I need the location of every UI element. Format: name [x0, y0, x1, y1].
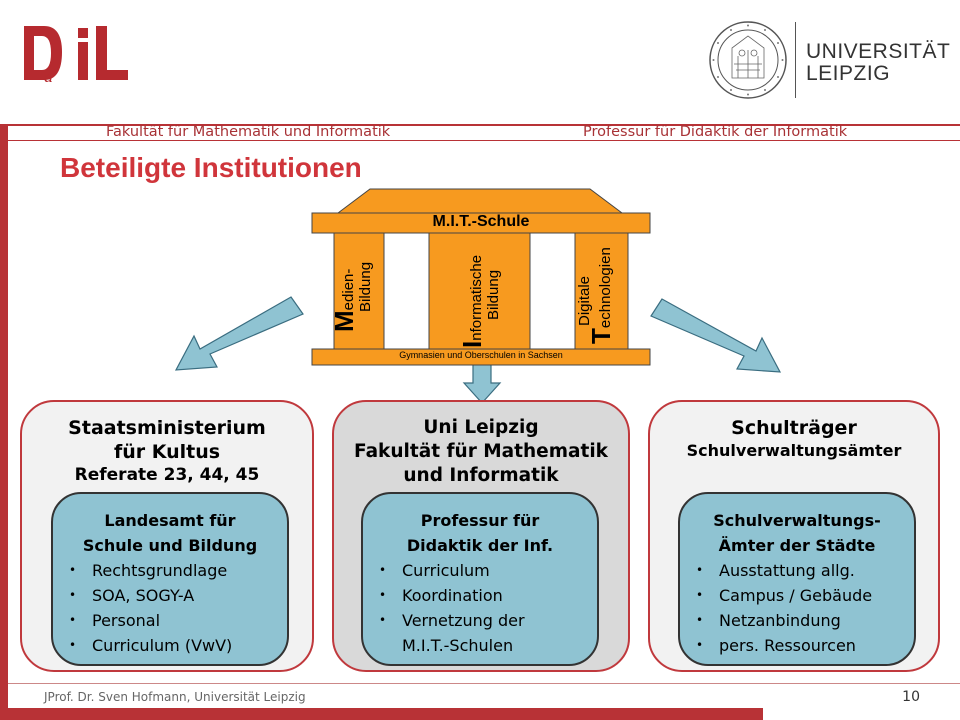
university-name-line2: LEIPZIG [806, 62, 891, 85]
temple-base-label: Gymnasien und Oberschulen in Sachsen [399, 350, 563, 360]
list-item: •Koordination [379, 586, 503, 605]
list-item: •Campus / Gebäude [696, 586, 873, 605]
mit-school-temple [311, 188, 651, 366]
ministry-title: Staatsministerium für Kultus Referate 23… [68, 417, 266, 485]
list-item: •Rechtsgrundlage [69, 561, 228, 580]
university-seal-icon [709, 21, 787, 99]
list-item: •Ausstattung allg. [696, 561, 855, 580]
pillar-informatics-text: Informatische Bildung [457, 254, 502, 348]
pillar-media [333, 232, 385, 350]
inner-title: Landesamt für Schule und Bildung [82, 511, 258, 555]
header-faculty: Fakultät für Mathematik und Informatik [106, 124, 391, 140]
logo-divider [795, 22, 796, 98]
list-item: •pers. Ressourcen [696, 636, 856, 655]
footer-bar [8, 708, 763, 720]
list-item: •M.I.T.-Schulen [402, 636, 514, 655]
school-authority-title: Schulträger Schulverwaltungsämter [686, 417, 902, 460]
pillar-technology-text: Digitale Technologien [576, 247, 616, 344]
inner-box-school-authority: Schulverwaltungs- Ämter der Städte •Auss… [678, 492, 916, 666]
footer-divider [8, 683, 960, 684]
pillar-technology [574, 232, 629, 350]
inner-box-ministry: Landesamt für Schule und Bildung •Rechts… [51, 492, 289, 666]
temple-base [311, 348, 651, 366]
frame-top-line [8, 124, 960, 126]
footer-author: JProf. Dr. Sven Hofmann, Universität Lei… [44, 690, 306, 704]
temple-roof [336, 188, 624, 214]
list-item: •Curriculum [379, 561, 490, 580]
frame-left-bar [0, 124, 8, 720]
list-item: •SOA, SOGY-A [69, 586, 195, 605]
list-item: •Personal [69, 611, 161, 630]
arrow-left [174, 296, 304, 371]
list-item: •Curriculum (VwV) [69, 636, 233, 655]
pillar-media-text: Medien- Bildung [329, 261, 374, 332]
page-number: 10 [902, 689, 920, 705]
inner-box-university: Professur für Didaktik der Inf. •Curricu… [361, 492, 599, 666]
pillar-informatics [428, 232, 531, 350]
inner-title: Professur für Didaktik der Inf. [406, 511, 554, 555]
university-name-line1: UNIVERSITÄT [806, 40, 951, 63]
arrow-right [650, 298, 782, 373]
inner-title: Schulverwaltungs- Ämter der Städte [713, 511, 881, 555]
header-chair: Professur für Didaktik der Informatik [583, 124, 848, 140]
dil-logo: a [24, 26, 128, 86]
slide-title: Beteiligte Institutionen [60, 152, 362, 183]
temple-title: M.I.T.-Schule [432, 213, 530, 230]
arrow-down [462, 363, 502, 404]
svg-text:a: a [44, 66, 53, 86]
list-item: •Vernetzung der [379, 611, 525, 630]
university-title: Uni Leipzig Fakultät für Mathematik und … [354, 417, 608, 486]
list-item: •Netzanbindung [696, 611, 841, 630]
frame-top-line-2 [8, 140, 960, 141]
